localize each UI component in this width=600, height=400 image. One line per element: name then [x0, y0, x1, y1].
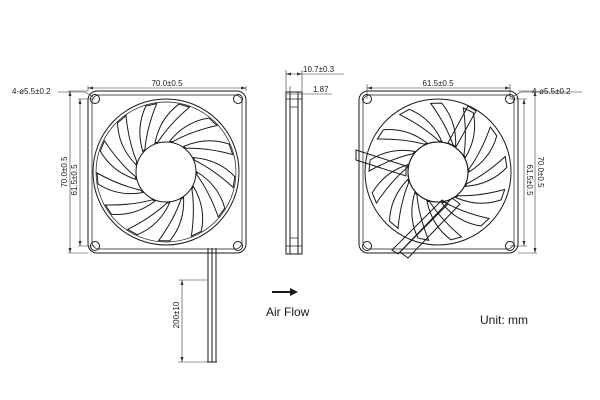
back-width-arrow-left	[367, 86, 372, 90]
back-blade-2	[464, 155, 508, 187]
back-height-outer-arrow-top	[533, 91, 537, 96]
front-width-arrow-left	[88, 86, 93, 90]
front-width-arrow-right	[241, 86, 246, 90]
back-height-outer-arrow-bottom	[533, 248, 537, 253]
front-height-outer-label: 70.0±0.5	[60, 156, 69, 188]
back-height-outer-label: 70.0±0.5	[536, 156, 545, 188]
side-view: 10.7±0.3 1.87	[285, 65, 344, 255]
back-hole-spec-label: 4-ø5.5±0.2	[532, 87, 571, 96]
airflow-label: Air Flow	[266, 305, 310, 319]
back-blade-9	[368, 149, 416, 172]
back-blade-1	[468, 125, 498, 173]
front-view: 70.0±0.5 4-ø5.5±0.2 70.0±0.5 61.5±0.5 20…	[12, 79, 247, 363]
units-label: Unit: mm	[480, 313, 528, 327]
front-blade-11	[168, 117, 219, 143]
front-mount-hole-tr	[233, 94, 243, 104]
airflow-arrow-icon	[290, 288, 298, 296]
front-frame-inner	[91, 94, 243, 250]
front-blade-10	[154, 103, 191, 144]
front-height-pitch-label: 61.5±0.5	[70, 164, 79, 196]
back-blade-6	[411, 191, 430, 242]
front-hole-leader-d	[84, 91, 94, 98]
back-width-pitch-label: 61.5±0.5	[422, 79, 454, 88]
front-blade-8	[116, 114, 138, 166]
back-frame-outer	[358, 90, 519, 254]
back-height-pitch-label: 61.5±0.5	[525, 164, 534, 196]
front-height-pitch-arrow-bottom	[78, 241, 82, 246]
front-height-pitch-arrow-top	[78, 99, 82, 104]
back-blade-5	[426, 200, 463, 241]
side-flange-label: 1.87	[313, 85, 329, 94]
front-blades	[96, 102, 236, 242]
back-blade-13	[462, 107, 476, 159]
front-blade-7	[99, 139, 137, 181]
back-height-pitch-arrow-bottom	[522, 241, 526, 246]
front-blade-2	[190, 185, 204, 237]
front-mount-hole-br	[233, 241, 243, 251]
back-mount-hole-bl	[362, 241, 372, 251]
front-lead-length-label: 200±10	[172, 301, 181, 328]
back-strut-bottom-2	[391, 199, 449, 255]
front-width-label: 70.0±0.5	[151, 79, 183, 88]
back-blades	[368, 102, 508, 242]
back-frame-inner	[362, 94, 515, 250]
side-body	[285, 91, 303, 255]
front-lead-arrow-bottom	[180, 357, 184, 362]
side-thk-arrow-right	[297, 72, 302, 76]
front-hole-spec-label: 4-ø5.5±0.2	[12, 87, 51, 96]
back-fan-opening	[364, 98, 512, 246]
front-blade-13	[192, 157, 236, 189]
back-height-pitch-arrow-top	[522, 99, 526, 104]
front-blade-6	[96, 172, 144, 195]
front-height-outer-arrow-top	[68, 91, 72, 96]
front-lead-arrow-top	[180, 280, 184, 285]
airflow-indicator: Air Flow	[266, 288, 310, 319]
side-thk-arrow-left	[286, 72, 291, 76]
back-hub-cover	[407, 141, 469, 203]
back-view: 61.5±0.5 4-ø5.5±0.2 61.5±0.5 70.0±0.5	[355, 79, 582, 259]
back-hole-leader-d	[511, 91, 522, 98]
front-frame-outer	[87, 90, 247, 254]
front-fan-opening-inner	[95, 101, 237, 243]
back-blade-7	[388, 178, 410, 230]
back-blade-11	[398, 108, 443, 142]
front-blade-9	[139, 102, 158, 153]
front-blade-12	[182, 140, 234, 156]
front-height-outer-arrow-bottom	[68, 248, 72, 253]
side-thickness-label: 10.7±0.3	[303, 65, 335, 74]
back-blade-12	[429, 102, 457, 148]
back-blade-8	[371, 163, 409, 205]
front-hub	[135, 141, 197, 203]
back-strut-left	[355, 149, 407, 177]
front-blade-3	[157, 196, 185, 242]
front-blade-1	[196, 171, 226, 219]
back-blade-4	[440, 201, 491, 227]
front-fan-opening	[92, 98, 240, 246]
back-blade-10	[376, 129, 428, 145]
front-blade-4	[126, 202, 171, 236]
back-width-arrow-right	[505, 86, 510, 90]
front-blade-5	[104, 199, 156, 215]
back-blade-3	[454, 188, 506, 204]
